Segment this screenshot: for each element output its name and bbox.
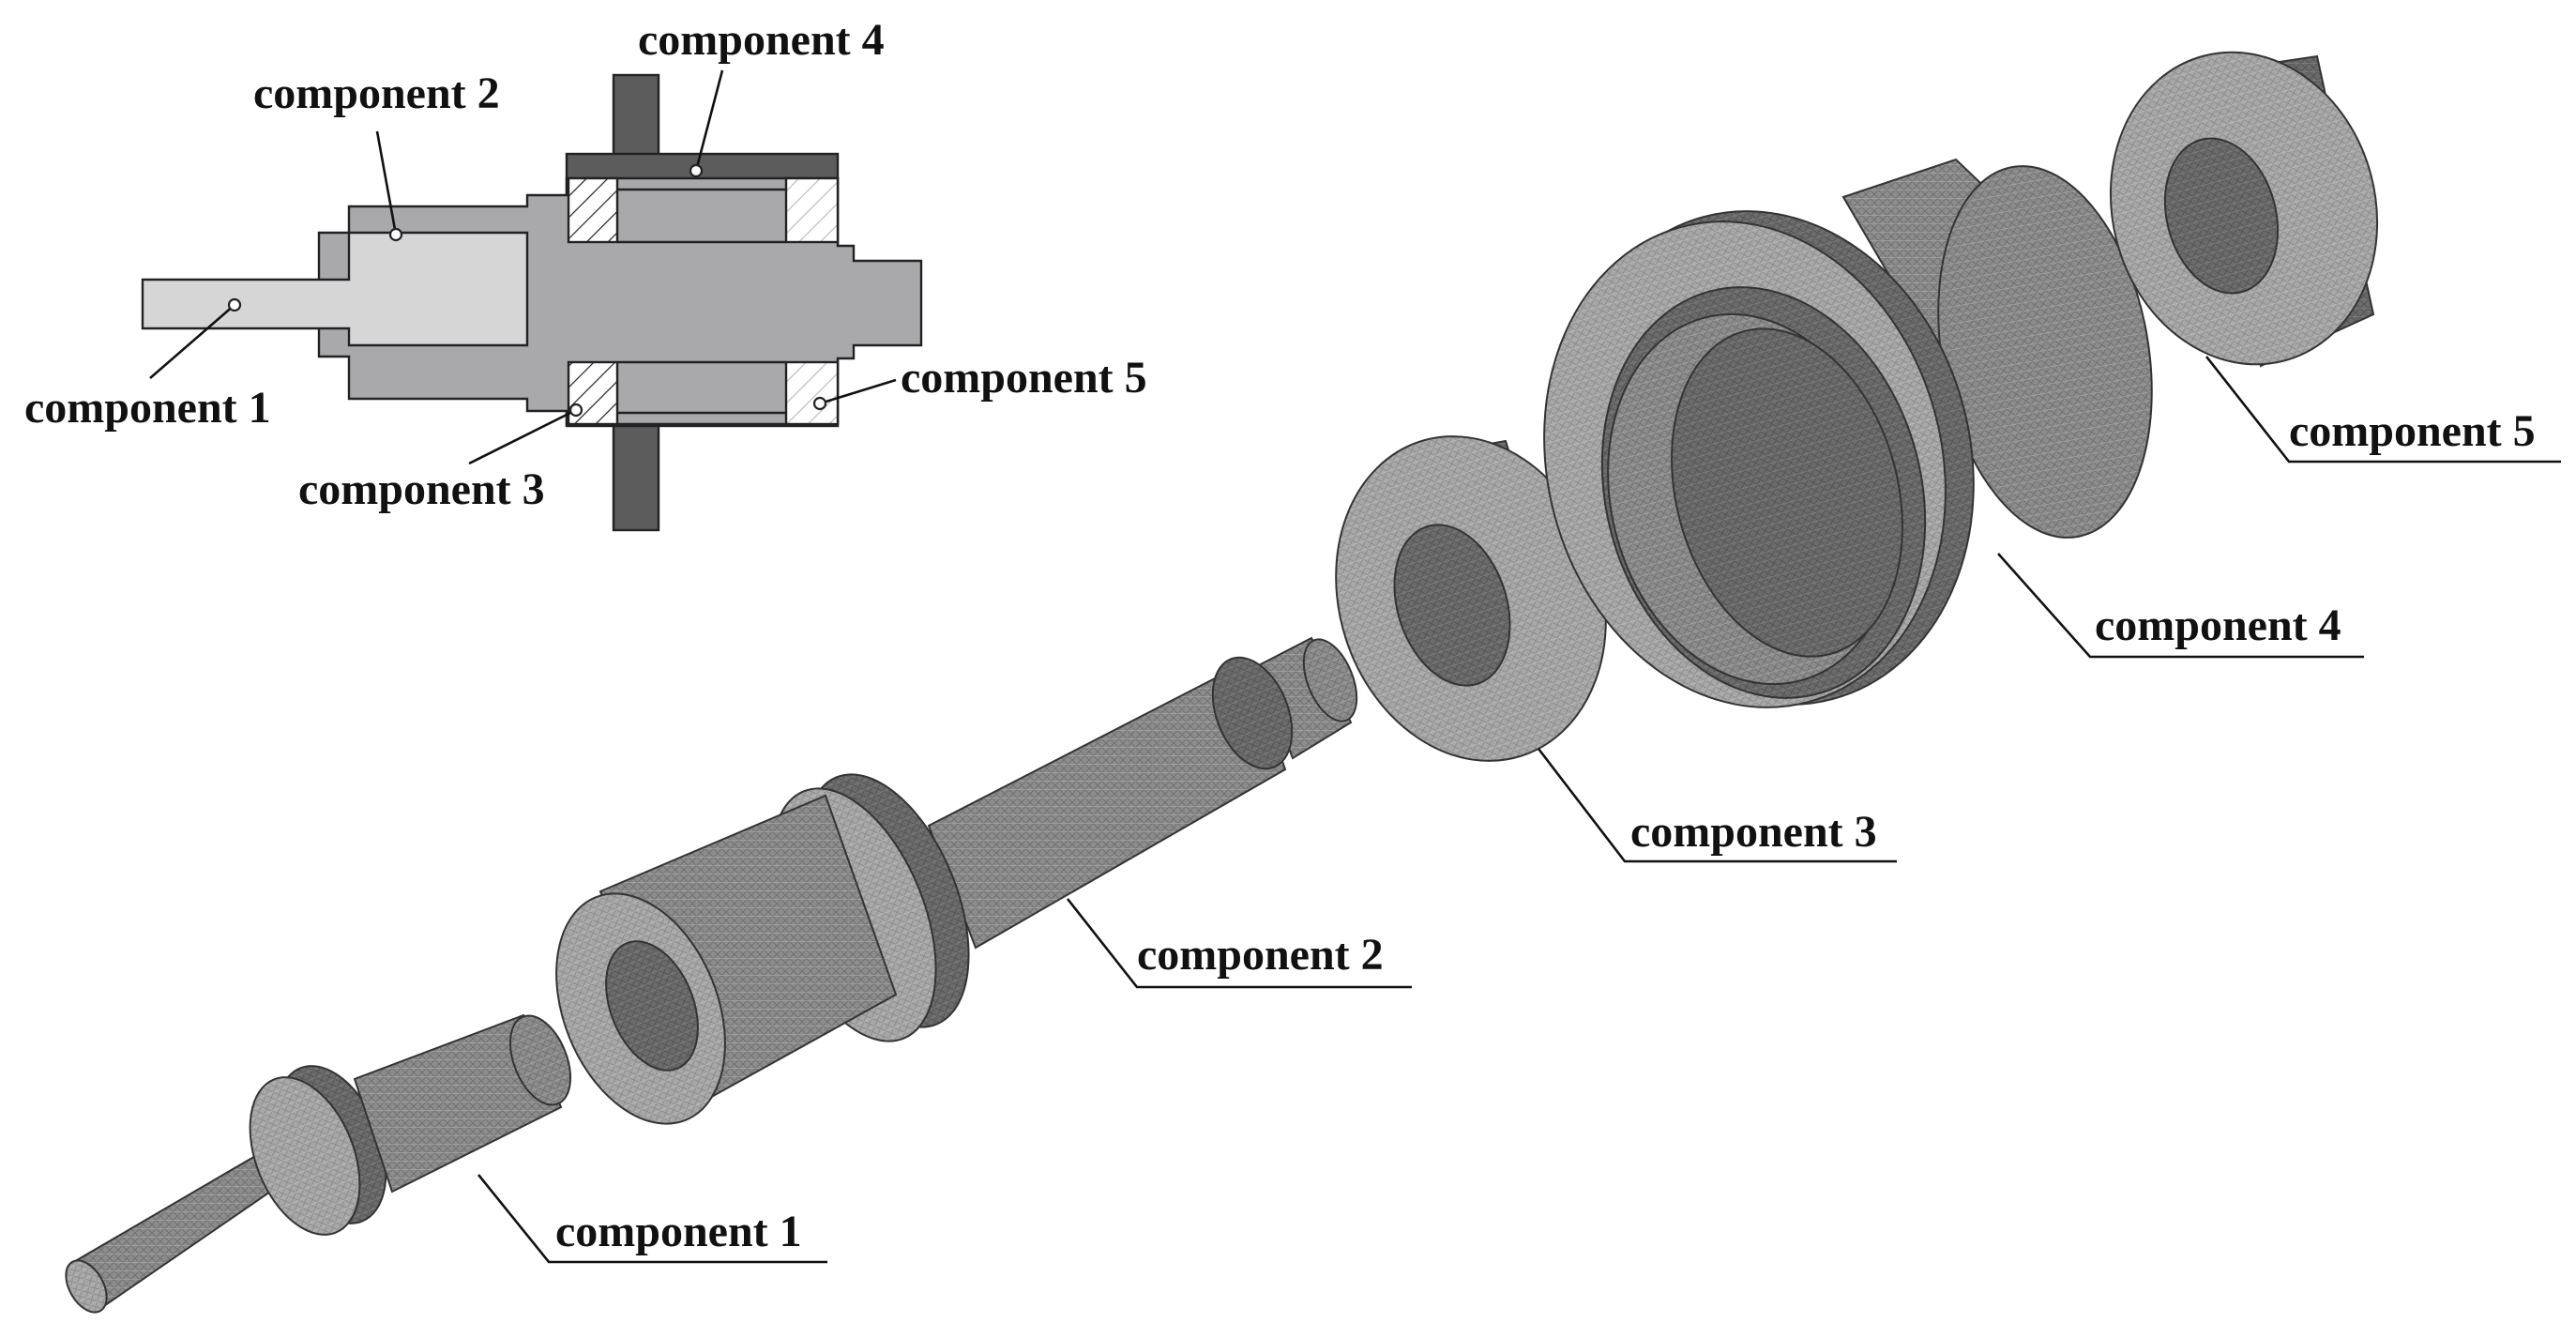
section-component-5	[784, 176, 840, 426]
exploded-component-4: component 4	[1543, 158, 2364, 708]
exploded-component-3: component 3	[1335, 435, 1897, 863]
section-label-component-4: component 4	[638, 15, 885, 65]
exploded-label-component-4: component 4	[2095, 601, 2341, 650]
exploded-label-component-5: component 5	[2289, 406, 2536, 456]
section-label-component-1: component 1	[24, 383, 271, 433]
section-component-3	[567, 176, 619, 426]
exploded-component-5: component 5	[2109, 51, 2561, 464]
exploded-component-2: component 2	[555, 636, 1412, 1125]
exploded-label-component-3: component 3	[1630, 807, 1877, 857]
exploded-label-component-1: component 1	[555, 1207, 802, 1256]
section-component-1	[141, 231, 529, 347]
exploded-label-component-2: component 2	[1137, 930, 1384, 980]
section-label-component-3: component 3	[298, 464, 545, 514]
exploded-component-1: component 1	[65, 1013, 827, 1314]
section-label-component-2: component 2	[253, 68, 500, 118]
section-view: component 1 component 2 component 3 comp…	[24, 15, 1147, 532]
section-label-component-5: component 5	[901, 353, 1147, 403]
